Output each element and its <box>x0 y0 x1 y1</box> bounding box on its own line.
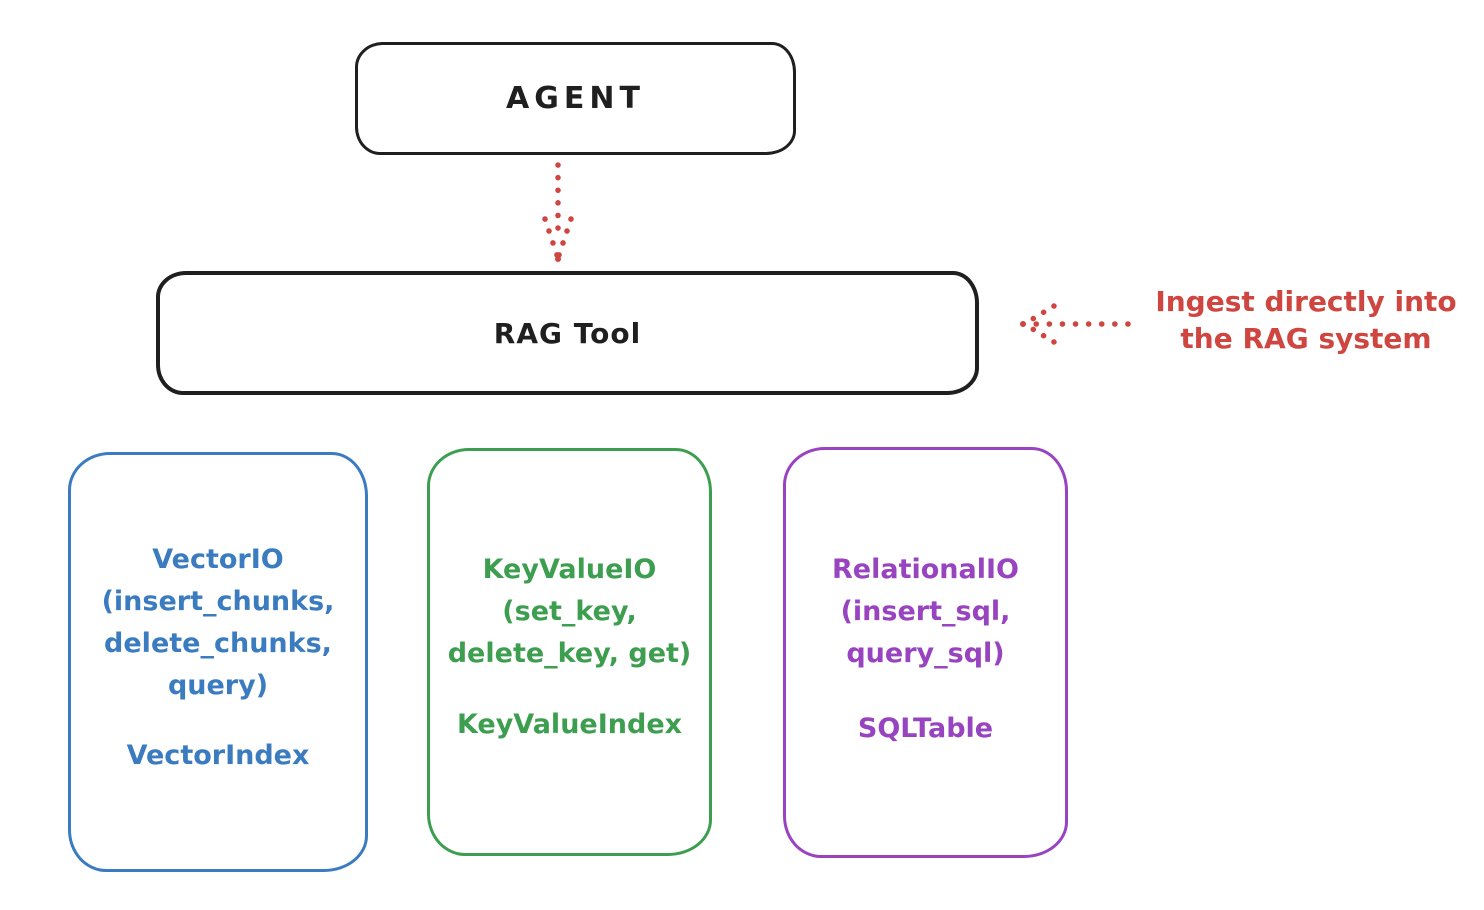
rag-tool-node-label: RAG Tool <box>493 316 642 350</box>
keyvalue-io-methods-line2: delete_key, get) <box>447 638 692 669</box>
agent-node-label: AGENT <box>506 81 645 116</box>
relational-io-node: RelationalIO (insert_sql, query_sql) SQL… <box>783 447 1068 858</box>
keyvalue-io-title: KeyValueIO <box>482 554 657 585</box>
vector-io-methods-line3: query) <box>167 670 269 701</box>
sql-table-label: SQLTable <box>857 713 994 744</box>
relational-io-methods-line2: query_sql) <box>846 638 1005 669</box>
agent-to-rag-arrow <box>536 159 580 265</box>
annotation-to-rag-arrow <box>1014 297 1136 349</box>
vector-io-methods-line2: delete_chunks, <box>104 628 332 659</box>
vector-index-label: VectorIndex <box>126 740 310 771</box>
vector-io-title: VectorIO <box>152 544 284 575</box>
keyvalue-io-node: KeyValueIO (set_key, delete_key, get) Ke… <box>427 448 712 856</box>
keyvalue-index-label: KeyValueIndex <box>456 709 683 740</box>
relational-io-title: RelationalIO <box>832 554 1019 585</box>
keyvalue-io-methods-line1: (set_key, <box>502 596 637 627</box>
ingest-annotation-line2: the RAG system <box>1180 322 1432 355</box>
vector-io-node: VectorIO (insert_chunks, delete_chunks, … <box>68 452 368 872</box>
vector-io-methods-line1: (insert_chunks, <box>101 586 335 617</box>
relational-io-methods-line1: (insert_sql, <box>840 596 1011 627</box>
ingest-annotation: Ingest directly into the RAG system <box>1128 283 1484 357</box>
agent-node: AGENT <box>355 42 796 155</box>
ingest-annotation-line1: Ingest directly into <box>1155 285 1457 318</box>
rag-tool-node: RAG Tool <box>156 271 979 395</box>
